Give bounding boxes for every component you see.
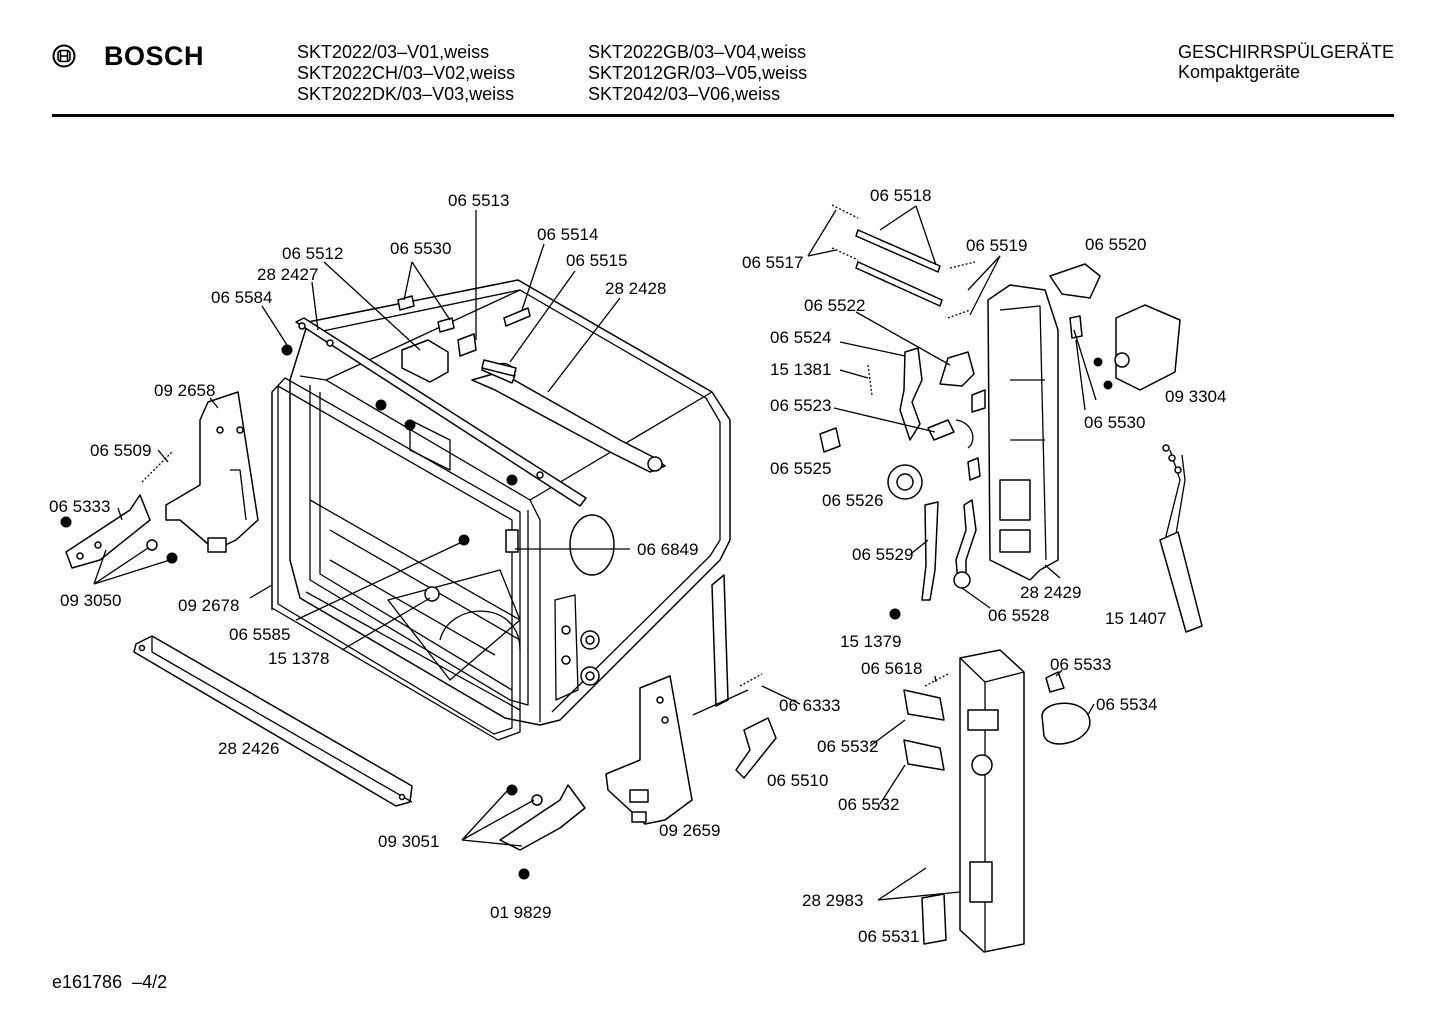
part-label: 06 5510 xyxy=(767,771,828,790)
model-list-1: SKT2022/03–V01,weiss SKT2022CH/03–V02,we… xyxy=(297,42,515,105)
part-label: 28 2427 xyxy=(257,265,318,284)
control-frame xyxy=(987,284,1059,581)
part-label: 28 2426 xyxy=(218,739,279,758)
model-line: SKT2022DK/03–V03,weiss xyxy=(297,84,515,104)
latch-parts xyxy=(819,347,986,500)
tub-housing xyxy=(289,279,731,726)
part-label: 28 2429 xyxy=(1020,583,1081,602)
part-label: 09 3050 xyxy=(60,591,121,610)
header-rule xyxy=(52,114,1394,117)
part-label: 06 5530 xyxy=(390,239,451,258)
part-label: 15 1407 xyxy=(1105,609,1166,628)
category-subtitle: Kompaktgeräte xyxy=(1178,62,1301,82)
part-label: 06 5520 xyxy=(1085,235,1146,254)
part-label: 06 6333 xyxy=(779,696,840,715)
leader-lines xyxy=(93,205,1097,901)
part-label: 15 1378 xyxy=(268,649,329,668)
part-label: 28 2983 xyxy=(802,891,863,910)
part-label: 06 5522 xyxy=(804,296,865,315)
front-panel xyxy=(903,649,1091,953)
cable-harness xyxy=(1159,444,1203,633)
part-label: 06 5618 xyxy=(861,659,922,678)
left-bracket xyxy=(165,391,259,553)
part-label: 01 9829 xyxy=(490,903,551,922)
part-label: 06 5517 xyxy=(742,253,803,272)
part-label: 06 5518 xyxy=(870,186,931,205)
part-label: 09 2658 xyxy=(154,381,215,400)
part-label: 06 5534 xyxy=(1096,695,1157,714)
part-label: 06 5584 xyxy=(211,288,272,307)
part-label: 06 6849 xyxy=(637,540,698,559)
part-labels: 06 5513 06 5512 06 5530 06 5514 06 5515 … xyxy=(49,186,1226,946)
page-number: –4/2 xyxy=(132,972,168,992)
part-label: 06 5532 xyxy=(817,737,878,756)
rods-and-screws-top xyxy=(831,204,976,319)
part-label: 06 5514 xyxy=(537,225,598,244)
part-label: 09 3051 xyxy=(378,832,439,851)
part-label: 09 3304 xyxy=(1165,387,1226,406)
part-label: 06 5519 xyxy=(966,236,1027,255)
hinge-right xyxy=(499,784,586,880)
part-label: 06 5513 xyxy=(448,191,509,210)
part-label: 06 5533 xyxy=(1050,655,1111,674)
bottom-bar xyxy=(133,635,413,807)
part-label: 06 5528 xyxy=(988,606,1049,625)
model-line: SKT2042/03–V06,weiss xyxy=(588,84,781,104)
part-label: 06 5515 xyxy=(566,251,627,270)
right-bracket xyxy=(605,675,693,825)
spring-left xyxy=(141,451,173,483)
top-rail xyxy=(295,317,587,507)
part-label: 06 5524 xyxy=(770,328,831,347)
part-label: 15 1379 xyxy=(840,632,901,651)
document-id: e161786 –4/2 xyxy=(52,972,167,993)
part-label: 28 2428 xyxy=(605,279,666,298)
bosch-logo-icon xyxy=(52,44,76,68)
model-line: SKT2022GB/03–V04,weiss xyxy=(588,42,807,62)
top-small-parts xyxy=(281,295,531,602)
part-label: 06 5530 xyxy=(1084,413,1145,432)
door-pin-and-spring xyxy=(692,673,777,779)
category-block: GESCHIRRSPÜLGERÄTE Kompaktgeräte xyxy=(1178,42,1394,83)
model-line: SKT2022/03–V01,weiss xyxy=(297,42,490,62)
switch-housing xyxy=(1049,263,1181,391)
part-label: 06 5529 xyxy=(852,545,913,564)
category-title: GESCHIRRSPÜLGERÄTE xyxy=(1178,42,1395,62)
part-label: 15 1381 xyxy=(770,360,831,379)
model-list-2: SKT2022GB/03–V04,weiss SKT2012GR/03–V05,… xyxy=(588,42,807,105)
part-label: 09 2678 xyxy=(178,596,239,615)
part-label: 06 5333 xyxy=(49,497,110,516)
part-label: 06 5531 xyxy=(858,927,919,946)
part-label: 09 2659 xyxy=(659,821,720,840)
levers xyxy=(889,499,977,620)
part-label: 06 5532 xyxy=(838,795,899,814)
doc-number: e161786 xyxy=(52,972,123,992)
model-line: SKT2022CH/03–V02,weiss xyxy=(297,63,516,83)
part-label: 06 5525 xyxy=(770,459,831,478)
brand-name: BOSCH xyxy=(104,41,205,71)
part-label: 06 5526 xyxy=(822,491,883,510)
part-label: 06 5509 xyxy=(90,441,151,460)
part-label: 06 5512 xyxy=(282,244,343,263)
part-label: 06 5523 xyxy=(770,396,831,415)
model-line: SKT2012GR/03–V05,weiss xyxy=(588,63,808,83)
side-rail-right xyxy=(711,574,729,707)
part-label: 06 5585 xyxy=(229,625,290,644)
